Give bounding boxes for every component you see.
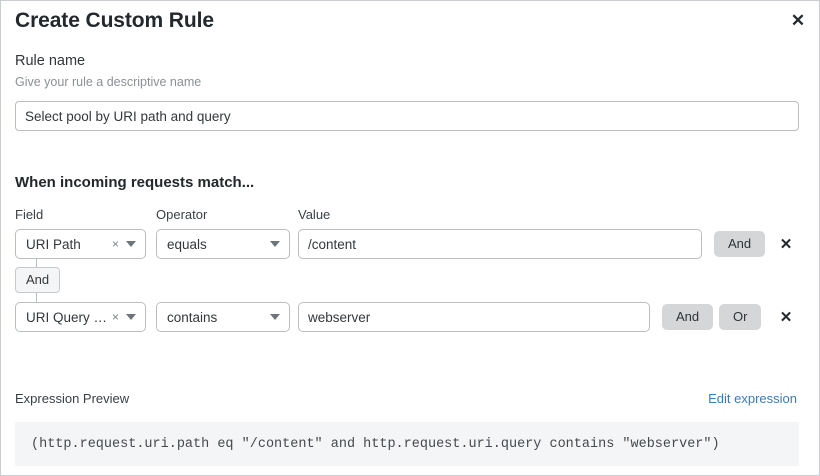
and-button-row-2[interactable]: And: [662, 304, 714, 330]
and-button-row-1[interactable]: And: [714, 231, 766, 257]
value-input-1[interactable]: [298, 229, 702, 259]
match-heading: When incoming requests match...: [15, 174, 255, 191]
chevron-down-icon: [270, 314, 280, 320]
chevron-down-icon: [126, 241, 136, 247]
clear-icon[interactable]: ×: [111, 310, 119, 324]
operator-select-1-label: equals: [167, 236, 207, 252]
connector-line-top: [36, 259, 37, 268]
field-select-2[interactable]: URI Query St... ×: [15, 302, 146, 332]
rule-name-label: Rule name: [15, 53, 86, 69]
clear-icon[interactable]: ×: [111, 237, 119, 251]
or-button-row-2[interactable]: Or: [719, 304, 762, 330]
column-header-field: Field: [15, 207, 44, 222]
close-icon[interactable]: ✕: [785, 7, 811, 33]
chevron-down-icon: [270, 241, 280, 247]
field-select-2-label: URI Query St...: [26, 309, 112, 325]
field-select-1[interactable]: URI Path ×: [15, 229, 146, 259]
dialog-title: Create Custom Rule: [15, 9, 214, 32]
operator-select-2-label: contains: [167, 309, 218, 325]
group-connector-and[interactable]: And: [15, 267, 61, 293]
operator-select-1[interactable]: equals: [156, 229, 290, 259]
delete-row-icon[interactable]: ✕: [776, 234, 796, 254]
edit-expression-link[interactable]: Edit expression: [708, 391, 797, 406]
value-input-2[interactable]: [298, 302, 650, 332]
expression-preview-code: (http.request.uri.path eq "/content" and…: [15, 422, 799, 466]
expression-preview-label: Expression Preview: [15, 391, 130, 406]
column-header-value: Value: [298, 207, 331, 222]
chevron-down-icon: [126, 314, 136, 320]
field-select-1-label: URI Path: [26, 236, 81, 252]
delete-row-icon[interactable]: ✕: [776, 307, 796, 327]
rule-name-input[interactable]: [15, 101, 799, 131]
rule-name-help-text: Give your rule a descriptive name: [15, 75, 202, 89]
connector-line-bottom: [36, 293, 37, 302]
operator-select-2[interactable]: contains: [156, 302, 290, 332]
column-header-operator: Operator: [156, 207, 208, 222]
